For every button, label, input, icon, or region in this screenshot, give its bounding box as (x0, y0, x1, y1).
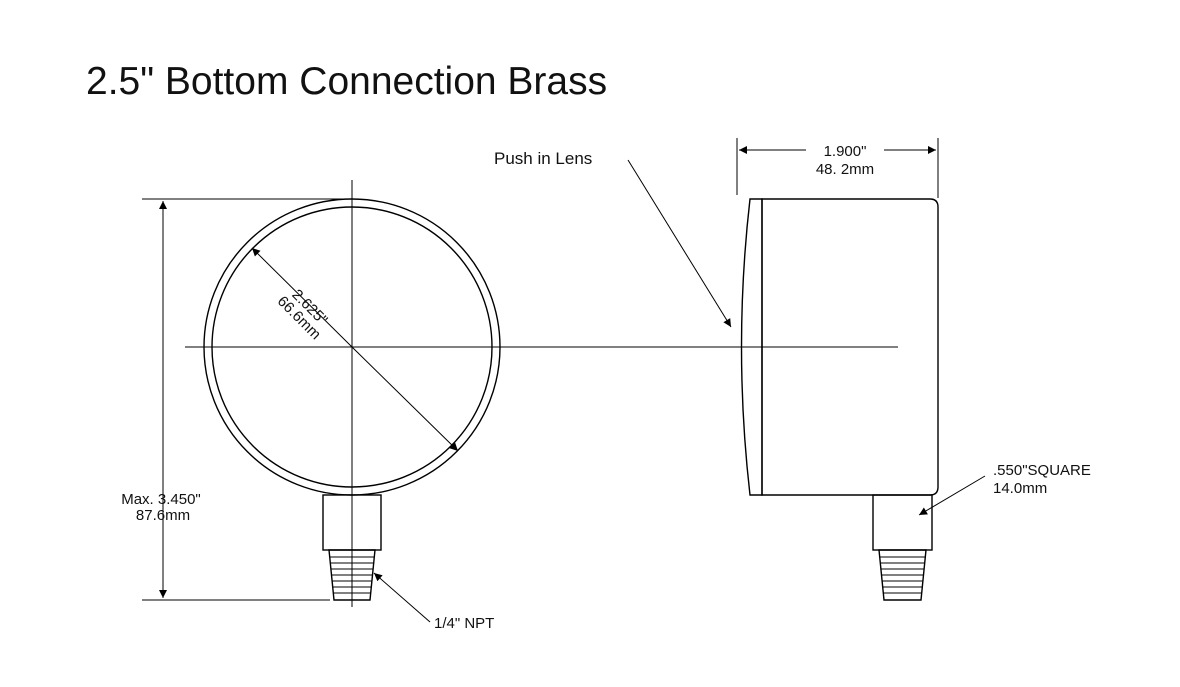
dial-dimension-label: 2.625" 66.6mm (274, 286, 331, 343)
square-label-inches: .550"SQUARE (993, 462, 1091, 479)
lens-leader (627, 159, 732, 328)
front-view: 2.625" 66.6mm Max. 3.450" 87.6mm 1/4" NP… (121, 180, 898, 632)
gauge-dial-face (211, 206, 493, 488)
lens-label: Push in Lens (494, 149, 592, 168)
height-dimension-mm: 87.6mm (136, 507, 190, 524)
side-lens (740, 198, 763, 496)
side-view: 1.900" 48. 2mm Push in Lens .550"SQUARE … (494, 138, 1091, 601)
front-npt-thread (328, 549, 376, 601)
drawing-title: 2.5" Bottom Connection Brass (86, 60, 608, 103)
dial-dimension-arrow-lower (351, 346, 459, 452)
side-npt-thread (878, 549, 927, 601)
square-label-mm: 14.0mm (993, 480, 1047, 497)
square-leader (918, 475, 986, 516)
height-dimension-inches: Max. 3.450" (121, 491, 201, 508)
npt-label: 1/4" NPT (434, 615, 494, 632)
depth-dimension-mm: 48. 2mm (816, 161, 874, 178)
npt-leader (373, 572, 431, 623)
dial-dimension-arrow-upper (251, 247, 353, 348)
front-thread-lines (330, 556, 374, 594)
side-thread-lines (880, 556, 925, 594)
depth-dimension-inches: 1.900" (824, 143, 867, 160)
side-socket-square (872, 494, 933, 551)
